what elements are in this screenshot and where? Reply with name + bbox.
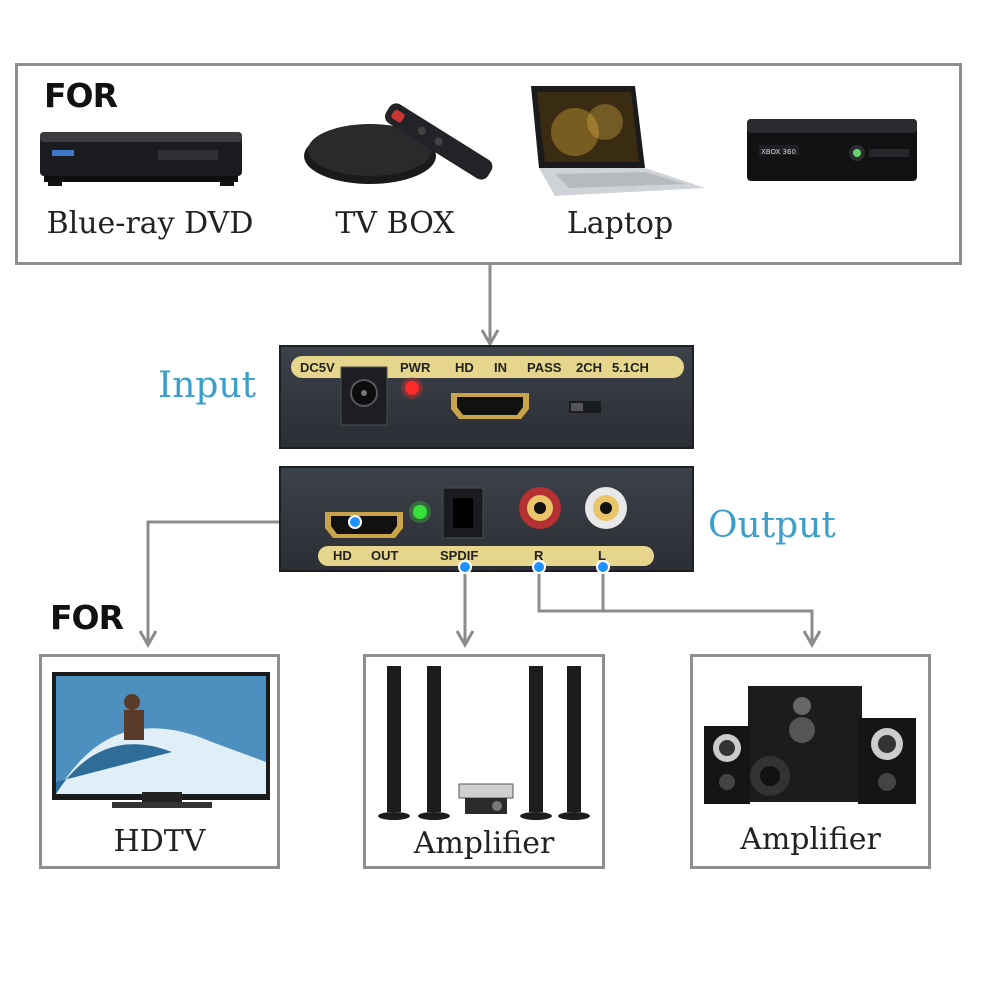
input-label: Input <box>158 365 257 406</box>
l-dot <box>596 560 610 574</box>
arrow-rl-to-amplifier <box>537 567 814 645</box>
bookshelf-speakers-icon <box>704 686 916 804</box>
port-label-l: L <box>598 548 606 563</box>
game-console-icon: XBOX 360 <box>747 119 917 181</box>
port-label-pwr: PWR <box>400 360 431 375</box>
output-label-strip <box>318 546 654 566</box>
port-label-dc5v: DC5V <box>300 360 335 375</box>
signal-led <box>413 505 427 519</box>
hdtv-icon <box>52 672 270 808</box>
console-brand-text: XBOX 360 <box>761 148 796 156</box>
device-label-bluray: Blue-ray DVD <box>46 206 254 241</box>
port-label-hd-in-1: HD <box>455 360 474 375</box>
input-panel-ports <box>340 366 601 426</box>
port-label-hd-in-2: IN <box>494 360 507 375</box>
target-label-amplifier-2: Amplifier <box>740 822 881 857</box>
tv-box-icon <box>304 103 493 184</box>
port-label-hd-out-1: HD <box>333 548 352 563</box>
target-label-amplifier-1: Amplifier <box>413 826 555 861</box>
bluray-player-icon <box>40 132 242 186</box>
port-label-pass: PASS <box>527 360 562 375</box>
power-led <box>405 381 419 395</box>
port-label-hd-out-2: OUT <box>371 548 399 563</box>
hdout-dot <box>348 515 362 529</box>
port-label-r: R <box>534 548 544 563</box>
r-dot <box>532 560 546 574</box>
tower-speakers-icon <box>378 666 590 820</box>
laptop-icon <box>531 86 705 196</box>
output-panel-ports <box>325 487 627 539</box>
output-label: Output <box>708 505 836 546</box>
device-label-tvbox: TV BOX <box>335 206 455 241</box>
target-label-hdtv: HDTV <box>113 824 206 859</box>
for-label-bottom: FOR <box>50 598 124 637</box>
port-label-spdif: SPDIF <box>440 548 479 563</box>
device-label-laptop: Laptop <box>566 206 674 241</box>
port-label-5-1ch: 5.1CH <box>612 360 649 375</box>
for-label-top: FOR <box>44 76 118 115</box>
port-label-2ch: 2CH <box>576 360 603 375</box>
input-label-strip <box>291 356 684 378</box>
spdif-dot <box>458 560 472 574</box>
amplifier-box-1 <box>363 654 605 869</box>
